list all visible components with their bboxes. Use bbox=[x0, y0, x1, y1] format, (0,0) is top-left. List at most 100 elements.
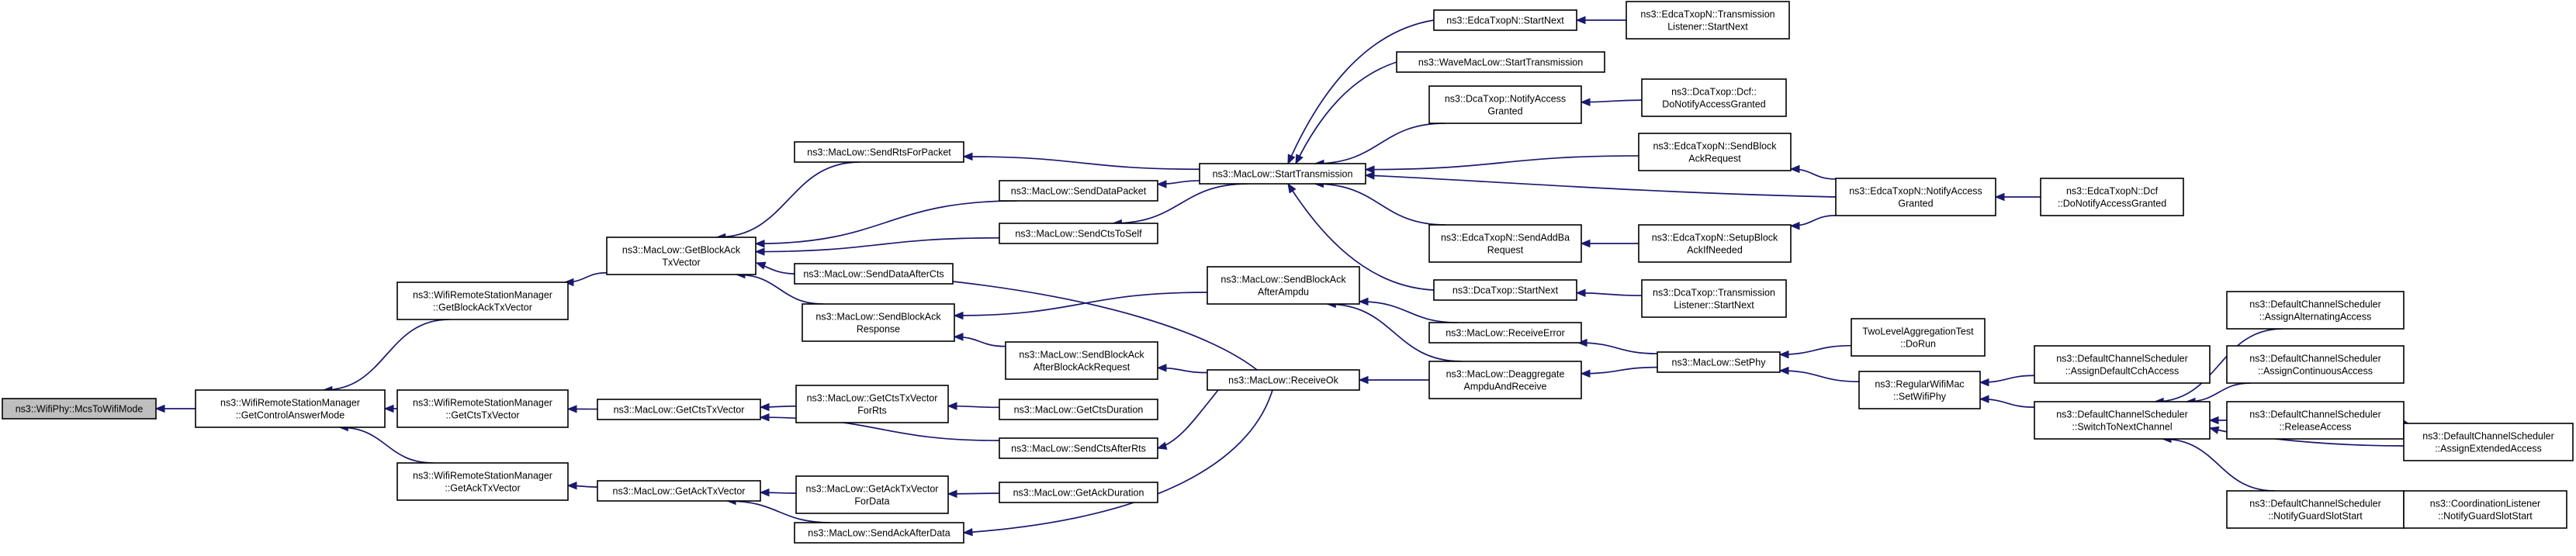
node-ml_sendcts[interactable]: ns3::MacLow::SendCtsToSelf bbox=[999, 223, 1158, 244]
node-wrsm_blockack[interactable]: ns3::WifiRemoteStationManager::GetBlockA… bbox=[396, 281, 569, 320]
node-ml_sendctsafterrts[interactable]: ns3::MacLow::SendCtsAfterRts bbox=[999, 437, 1158, 459]
node-ml_senddataaftercts[interactable]: ns3::MacLow::SendDataAfterCts bbox=[794, 263, 954, 285]
node-edca_notifyaccess[interactable]: ns3::EdcaTxopN::NotifyAccessGranted bbox=[1835, 178, 1996, 216]
arrowhead-edca_tl_startnext-to-edca_startnext bbox=[1575, 16, 1586, 25]
node-label: ::AssignExtendedAccess bbox=[2435, 444, 2542, 454]
node-dca_startnext[interactable]: ns3::DcaTxop::StartNext bbox=[1433, 279, 1577, 301]
node-getctrl[interactable]: ns3::WifiRemoteStationManager::GetContro… bbox=[195, 389, 386, 428]
edge-dcs_assigncont-to-dcs_switchtonext bbox=[2186, 382, 2252, 402]
node-box bbox=[1638, 133, 1792, 171]
node-label: ::AssignDefaultCchAccess bbox=[2065, 366, 2180, 377]
edge-dca_dcf_notify-to-dca_notifyaccess bbox=[1581, 99, 1643, 103]
edge-ml_sendackafterdata-to-ml_getack bbox=[727, 500, 831, 523]
arrowhead-ml_getackduration-to-ml_getackvecfordata bbox=[947, 489, 957, 499]
node-label: AfterBlockAckRequest bbox=[1034, 362, 1130, 373]
node-dcs_notifyguard[interactable]: ns3::DefaultChannelScheduler::NotifyGuar… bbox=[2226, 490, 2405, 529]
node-ml_sendblockackafterreq[interactable]: ns3::MacLow::SendBlockAckAfterBlockAckRe… bbox=[1005, 341, 1158, 380]
node-box bbox=[1428, 322, 1582, 344]
node-dcs_release[interactable]: ns3::DefaultChannelScheduler::ReleaseAcc… bbox=[2226, 401, 2405, 440]
node-label: ns3::DefaultChannelScheduler bbox=[2249, 354, 2381, 364]
node-dca_tl_startnext[interactable]: ns3::DcaTxop::TransmissionListener::Star… bbox=[1641, 279, 1787, 318]
edge-wave_starttx-to-ml_starttx bbox=[1295, 61, 1397, 164]
node-label: ns3::WifiRemoteStationManager bbox=[413, 290, 552, 301]
node-ml_sendackafterdata[interactable]: ns3::MacLow::SendAckAfterData bbox=[794, 522, 964, 544]
node-label: ::GetBlockAckTxVector bbox=[433, 302, 532, 313]
node-box bbox=[999, 399, 1158, 420]
node-ml_getblockack[interactable]: ns3::MacLow::GetBlockAckTxVector bbox=[606, 237, 757, 275]
node-label: ::GetControlAnswerMode bbox=[236, 410, 345, 421]
arrowhead-ml_sendctsafterrts-to-ml_getcts bbox=[759, 413, 770, 422]
node-ml_receiveerror[interactable]: ns3::MacLow::ReceiveError bbox=[1428, 322, 1582, 344]
node-box bbox=[1199, 163, 1366, 185]
node-dca_dcf_notify[interactable]: ns3::DcaTxop::Dcf::DoNotifyAccessGranted bbox=[1641, 78, 1787, 117]
node-cl_notifyguard[interactable]: ns3::CoordinationListener::NotifyGuardSl… bbox=[2403, 490, 2567, 529]
node-dcs_assigncont[interactable]: ns3::DefaultChannelScheduler::AssignCont… bbox=[2226, 345, 2405, 384]
node-ml_getackduration[interactable]: ns3::MacLow::GetAckDuration bbox=[999, 482, 1158, 503]
node-box bbox=[794, 141, 964, 163]
node-label: ns3::DefaultChannelScheduler bbox=[2056, 409, 2188, 420]
node-edca_startnext[interactable]: ns3::EdcaTxopN::StartNext bbox=[1433, 9, 1577, 31]
arrowhead-ml_receiveerror-to-ml_sendblockackafterampdu bbox=[1358, 297, 1369, 306]
node-box bbox=[1396, 51, 1605, 73]
arrowhead-ml_sendblockackafterreq-to-ml_sendblockackresp bbox=[953, 333, 964, 341]
node-dcs_switchtonext[interactable]: ns3::DefaultChannelScheduler::SwitchToNe… bbox=[2034, 401, 2211, 440]
arrowhead-ml_starttx-to-ml_sendrts bbox=[962, 152, 973, 161]
arrowhead-ml_getackvecfordata-to-ml_getack bbox=[759, 488, 770, 497]
node-box bbox=[2034, 401, 2211, 440]
node-label: ns3::MacLow::SendCtsAfterRts bbox=[1011, 444, 1146, 454]
node-label: ::ReleaseAccess bbox=[2279, 422, 2351, 433]
node-ml_getcts[interactable]: ns3::MacLow::GetCtsTxVector bbox=[597, 399, 761, 420]
node-label: ns3::MacLow::ReceiveError bbox=[1446, 328, 1565, 339]
node-box bbox=[2226, 490, 2405, 529]
node-mcs[interactable]: ns3::WifiPhy::McsToWifiMode bbox=[2, 398, 157, 420]
node-ml_starttx[interactable]: ns3::MacLow::StartTransmission bbox=[1199, 163, 1366, 185]
node-box bbox=[1428, 85, 1582, 124]
edge-ml_sendrts-to-ml_getblockack bbox=[716, 161, 860, 238]
node-box bbox=[1835, 178, 1996, 216]
node-tlat_dorun[interactable]: TwoLevelAggregationTest::DoRun bbox=[1851, 318, 1986, 357]
node-wave_starttx[interactable]: ns3::WaveMacLow::StartTransmission bbox=[1396, 51, 1605, 73]
node-box bbox=[999, 482, 1158, 503]
node-dca_notifyaccess[interactable]: ns3::DcaTxop::NotifyAccessGranted bbox=[1428, 85, 1582, 124]
node-ml_receiveok[interactable]: ns3::MacLow::ReceiveOk bbox=[1207, 369, 1360, 391]
node-label: ns3::WifiRemoteStationManager bbox=[413, 398, 552, 409]
edge-ml_sendcts-to-ml_getblockack bbox=[755, 237, 1000, 253]
node-ml_sendrts[interactable]: ns3::MacLow::SendRtsForPacket bbox=[794, 141, 964, 163]
node-dcs_assignext[interactable]: ns3::DefaultChannelScheduler::AssignExte… bbox=[2403, 423, 2574, 461]
node-label: ForData bbox=[854, 496, 889, 507]
node-label: ns3::MacLow::StartTransmission bbox=[1213, 169, 1353, 180]
node-box bbox=[1626, 1, 1790, 40]
node-edca_dcf_notify[interactable]: ns3::EdcaTxopN::Dcf::DoNotifyAccessGrant… bbox=[2040, 178, 2184, 216]
node-rwm_setwifiphy[interactable]: ns3::RegularWifiMac::SetWifiPhy bbox=[1858, 371, 1981, 409]
nodes-layer: ns3::WifiPhy::McsToWifiModens3::WifiRemo… bbox=[2, 1, 2574, 544]
node-box bbox=[606, 237, 757, 275]
node-box bbox=[1641, 78, 1787, 117]
node-label: ns3::DefaultChannelScheduler bbox=[2249, 499, 2381, 509]
node-wrsm_ack[interactable]: ns3::WifiRemoteStationManager::GetAckTxV… bbox=[396, 462, 569, 501]
node-box bbox=[794, 522, 964, 544]
node-ml_setphy[interactable]: ns3::MacLow::SetPhy bbox=[1657, 351, 1781, 373]
node-ml_getctsduration[interactable]: ns3::MacLow::GetCtsDuration bbox=[999, 399, 1158, 420]
node-ml_senddatapacket[interactable]: ns3::MacLow::SendDataPacket bbox=[999, 180, 1158, 202]
node-label: ns3::MacLow::SendBlockAck bbox=[1019, 350, 1144, 361]
node-box bbox=[396, 389, 569, 428]
node-label: ns3::DcaTxop::StartNext bbox=[1452, 285, 1559, 296]
node-ml_getack[interactable]: ns3::MacLow::GetAckTxVector bbox=[597, 480, 761, 502]
node-edca_tl_startnext[interactable]: ns3::EdcaTxopN::TransmissionListener::St… bbox=[1626, 1, 1790, 40]
arrowhead-ml_getblockack-to-wrsm_blockack bbox=[563, 278, 574, 287]
node-dcs_assigndefault[interactable]: ns3::DefaultChannelScheduler::AssignDefa… bbox=[2034, 345, 2211, 384]
node-box bbox=[597, 399, 761, 420]
node-label: ::NotifyGuardSlotStart bbox=[2268, 511, 2363, 522]
node-dcs_assignalt[interactable]: ns3::DefaultChannelScheduler::AssignAlte… bbox=[2226, 291, 2405, 330]
arrowhead-dcs_assignext-to-dcs_switchtonext bbox=[2208, 426, 2220, 434]
node-wrsm_cts[interactable]: ns3::WifiRemoteStationManager::GetCtsTxV… bbox=[396, 389, 569, 428]
node-label: Listener::StartNext bbox=[1667, 22, 1748, 33]
